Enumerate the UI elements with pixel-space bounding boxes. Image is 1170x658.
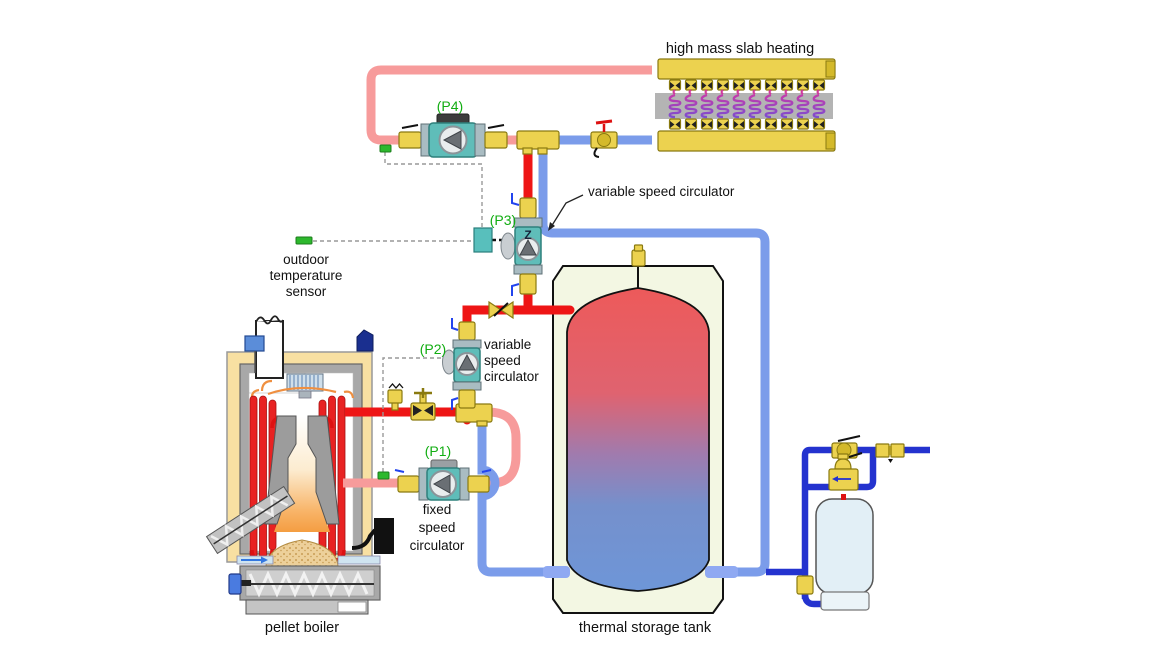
supply-temp-sensor — [379, 144, 392, 153]
p1-caption: fixed speed circulator — [410, 502, 465, 553]
p3-z-marking: Z — [524, 228, 531, 242]
svg-text:circulator: circulator — [410, 538, 465, 553]
pellet-boiler — [205, 315, 394, 615]
svg-text:variable: variable — [484, 337, 531, 352]
pipe-p4-supply-loop — [366, 65, 652, 145]
air-vent-icon — [631, 244, 646, 267]
mixing-valve — [410, 388, 436, 421]
expansion-tank — [815, 494, 874, 611]
burner-motor — [374, 518, 394, 554]
p2-tag: (P2) — [420, 341, 446, 357]
tank-lower-right-connection — [705, 566, 738, 578]
boiler-return-sensor — [377, 471, 390, 480]
p1-tag: (P1) — [425, 443, 451, 459]
tank-stratified-water — [566, 287, 710, 592]
svg-text:speed: speed — [484, 353, 521, 368]
supply-manifold — [657, 58, 836, 80]
svg-text:fixed: fixed — [423, 502, 452, 517]
outdoor-sensor — [295, 236, 313, 245]
pipe-boiler-return — [343, 407, 521, 488]
reset-controller — [473, 227, 493, 253]
tank-lower-left-connection — [543, 566, 570, 578]
pipe-return-to-tank — [538, 148, 770, 577]
pellet-boiler-label: pellet boiler — [265, 620, 339, 636]
svg-text:sensor: sensor — [286, 284, 327, 299]
closely-spaced-tees-top — [516, 130, 560, 155]
check-valve-icon — [488, 300, 514, 320]
svg-text:circulator: circulator — [484, 369, 539, 384]
return-manifold — [657, 130, 836, 152]
expansion-tank-valve — [796, 575, 814, 595]
auger-knob — [228, 573, 242, 595]
p3-callout-label: variable speed circulator — [588, 184, 735, 199]
svg-text:temperature: temperature — [270, 268, 343, 283]
p3-callout-leader — [548, 194, 584, 231]
pellet-auger — [228, 565, 381, 615]
make-up-water-piping — [766, 446, 930, 608]
p4-tag: (P4) — [437, 98, 463, 114]
pressure-reducing-valve — [828, 452, 863, 491]
p2-caption: variable speed circulator — [484, 337, 539, 384]
outdoor-sensor-label: outdoor temperature sensor — [270, 252, 343, 299]
pump-p1 — [394, 459, 492, 501]
union-check-valve — [875, 443, 905, 463]
thermal-storage-tank — [552, 244, 724, 614]
feed-auger — [205, 485, 296, 555]
pipe-tank-to-boiler-loop — [477, 421, 567, 577]
pellet-pile — [265, 539, 339, 567]
slab-heating-label: high mass slab heating — [666, 41, 814, 57]
damper-actuator — [244, 335, 265, 352]
pump-p3: Z — [500, 193, 543, 296]
p3-tag: (P3) — [490, 212, 516, 228]
pump-p4 — [398, 113, 508, 158]
slab-return-ball-valve — [590, 119, 618, 158]
combustion-air-inlet — [236, 555, 381, 565]
slab — [655, 93, 833, 119]
heat-exchanger-fins — [286, 373, 324, 399]
svg-text:outdoor: outdoor — [283, 252, 329, 267]
svg-text:speed: speed — [419, 520, 456, 535]
relief-valve — [387, 383, 404, 411]
thermal-storage-tank-label: thermal storage tank — [579, 620, 712, 636]
pump-p2 — [442, 318, 482, 410]
flue-outlet-wedge — [356, 329, 374, 352]
high-mass-slab-heating — [655, 58, 836, 152]
